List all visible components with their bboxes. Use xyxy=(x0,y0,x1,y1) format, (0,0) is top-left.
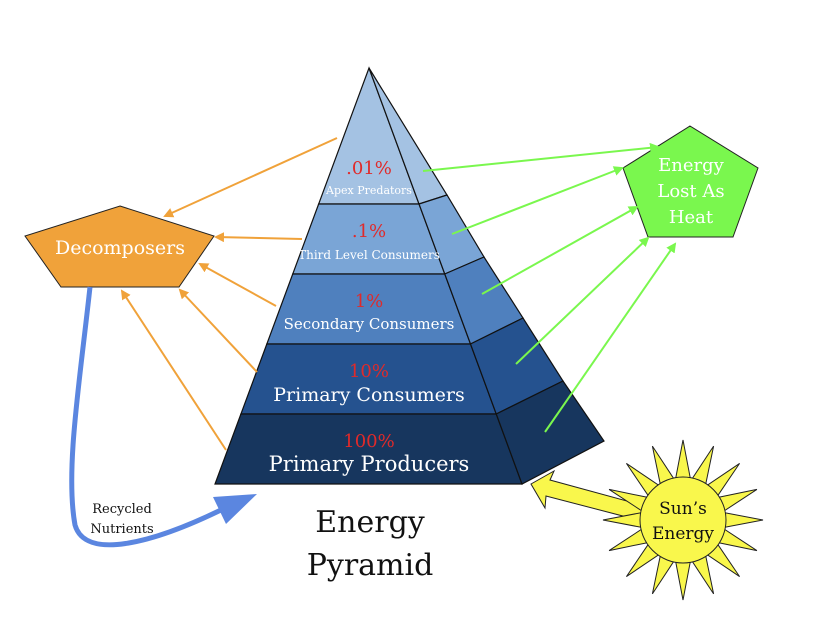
energy-lost-as-heat-node: Energy Lost As Heat xyxy=(622,125,759,238)
decomposers-node: Decomposers xyxy=(24,205,215,288)
level-percent: 10% xyxy=(349,361,389,382)
decomposition-arrows xyxy=(120,137,338,451)
recycled-label-line-1: Recycled xyxy=(92,502,152,517)
level-percent: .1% xyxy=(352,221,386,242)
heat-loss-arrow xyxy=(422,142,660,172)
title-line-1: Energy xyxy=(315,505,425,540)
heat-loss-arrow xyxy=(451,166,624,235)
heat-label-line-1: Energy xyxy=(658,155,725,176)
sun-label-line-1: Sun’s xyxy=(659,499,707,519)
heat-label-line-3: Heat xyxy=(669,207,714,228)
heat-loss-arrow xyxy=(481,206,639,295)
pyramid-level: .1% Third Level Consumers xyxy=(291,194,485,275)
level-label: Primary Producers xyxy=(269,452,470,476)
level-label: Third Level Consumers xyxy=(298,248,440,262)
level-label: Secondary Consumers xyxy=(284,315,455,333)
level-label: Apex Predators xyxy=(325,184,412,197)
heat-loss-arrows xyxy=(422,142,677,433)
decomposition-arrow xyxy=(163,137,338,218)
pyramid-level: .01% Apex Predators xyxy=(317,66,448,205)
decomposers-label: Decomposers xyxy=(55,237,185,259)
pyramid-level: 1% Secondary Consumers xyxy=(265,256,524,345)
decomposition-arrow xyxy=(178,288,258,373)
pyramid-level: 100%Primary Producers xyxy=(214,380,605,485)
level-label: Primary Consumers xyxy=(273,384,464,406)
level-side-face xyxy=(495,380,605,485)
decomposition-arrow xyxy=(214,232,303,243)
recycled-label-line-2: Nutrients xyxy=(90,522,153,537)
level-percent: 100% xyxy=(343,431,394,452)
sun: Sun’s Energy xyxy=(530,439,764,601)
decomposition-arrow xyxy=(120,289,227,451)
pyramid: .01% Apex Predators .1% Third Level Consume… xyxy=(214,66,605,485)
level-percent: .01% xyxy=(346,158,392,179)
decomposition-arrow xyxy=(198,263,277,307)
level-percent: 1% xyxy=(355,291,384,312)
title-line-2: Pyramid xyxy=(307,548,434,583)
recycled-nutrients-arrow: Recycled Nutrients xyxy=(69,286,257,548)
heat-loss-arrow xyxy=(544,242,677,433)
heat-loss-arrow xyxy=(515,236,650,365)
pyramid-level: 10%Primary Consumers xyxy=(240,317,564,415)
sun-label-line-2: Energy xyxy=(652,524,714,544)
heat-label-line-2: Lost As xyxy=(657,181,724,202)
